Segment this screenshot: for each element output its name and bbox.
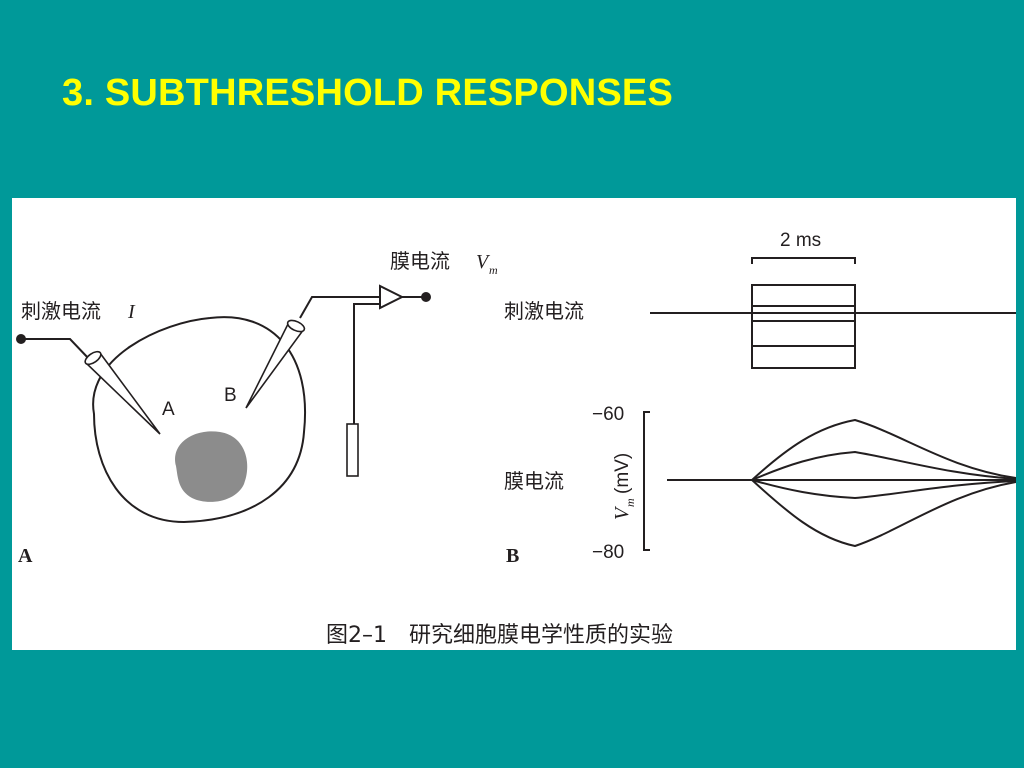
panel-b-letter: B bbox=[506, 545, 519, 567]
stim-pulses bbox=[751, 284, 856, 369]
vm-tick-top: −60 bbox=[592, 404, 624, 425]
vm-axis-label-subscript: m bbox=[623, 498, 637, 507]
cell-nucleus bbox=[175, 431, 248, 502]
ground-wire bbox=[353, 303, 380, 424]
vm-tick-bottom: −80 bbox=[592, 542, 624, 563]
stim-pulse-4 bbox=[751, 313, 856, 347]
vm-trace-3 bbox=[751, 479, 1016, 500]
vm-trace-4 bbox=[751, 479, 1016, 548]
stim-wire bbox=[21, 338, 91, 361]
vm-axis-label-unit: (mV) bbox=[612, 453, 633, 494]
electrode-a-label: A bbox=[162, 399, 175, 420]
vm-axis-label-symbol: V bbox=[611, 505, 633, 520]
slide-title: 3. SUBTHRESHOLD RESPONSES bbox=[62, 72, 673, 114]
stim-pulse-3 bbox=[751, 313, 856, 322]
vm-trace-2 bbox=[751, 450, 1016, 481]
vm-traces bbox=[751, 418, 1016, 548]
panel-b: 2 ms 刺激电流 −60 −80 V m (mV) 膜电流 bbox=[504, 230, 1016, 567]
panel-a-stim-symbol: I bbox=[127, 301, 136, 323]
electrode-a bbox=[84, 351, 161, 435]
stim-pulse-5 bbox=[751, 313, 856, 369]
amplifier-output-terminal bbox=[421, 292, 431, 302]
panel-a-record-symbol: V bbox=[476, 251, 491, 273]
figure-caption: 图2–1 研究细胞膜电学性质的实验 bbox=[326, 623, 673, 648]
panel-a: 刺激电流 I 膜电流 V m A B A bbox=[16, 249, 498, 567]
cell-body bbox=[92, 316, 306, 524]
panel-a-stim-label: 刺激电流 bbox=[21, 299, 101, 323]
vm-row-label: 膜电流 bbox=[504, 469, 564, 493]
ground-electrode bbox=[346, 423, 359, 477]
amplifier-symbol bbox=[379, 284, 405, 310]
stim-row-label: 刺激电流 bbox=[504, 299, 584, 323]
stim-pulse-2 bbox=[751, 305, 856, 313]
record-wire bbox=[299, 296, 380, 319]
electrode-a-rim bbox=[84, 350, 102, 366]
panel-a-record-label: 膜电流 bbox=[390, 249, 450, 273]
duration-scale-label: 2 ms bbox=[780, 230, 821, 251]
panel-a-letter: A bbox=[18, 545, 33, 567]
duration-scale-bracket bbox=[751, 257, 856, 264]
vm-axis-label: V m (mV) bbox=[611, 453, 637, 520]
electrode-b-label: B bbox=[224, 385, 237, 406]
vm-axis bbox=[643, 411, 650, 551]
figure-panel: 刺激电流 I 膜电流 V m A B A 2 ms 刺激电流 bbox=[12, 198, 1016, 650]
electrode-b-rim bbox=[286, 319, 306, 333]
panel-a-record-subscript: m bbox=[489, 263, 498, 277]
vm-trace-1 bbox=[751, 418, 1016, 481]
figure-svg: 刺激电流 I 膜电流 V m A B A 2 ms 刺激电流 bbox=[16, 230, 1016, 648]
stim-pulse-1 bbox=[751, 284, 856, 313]
